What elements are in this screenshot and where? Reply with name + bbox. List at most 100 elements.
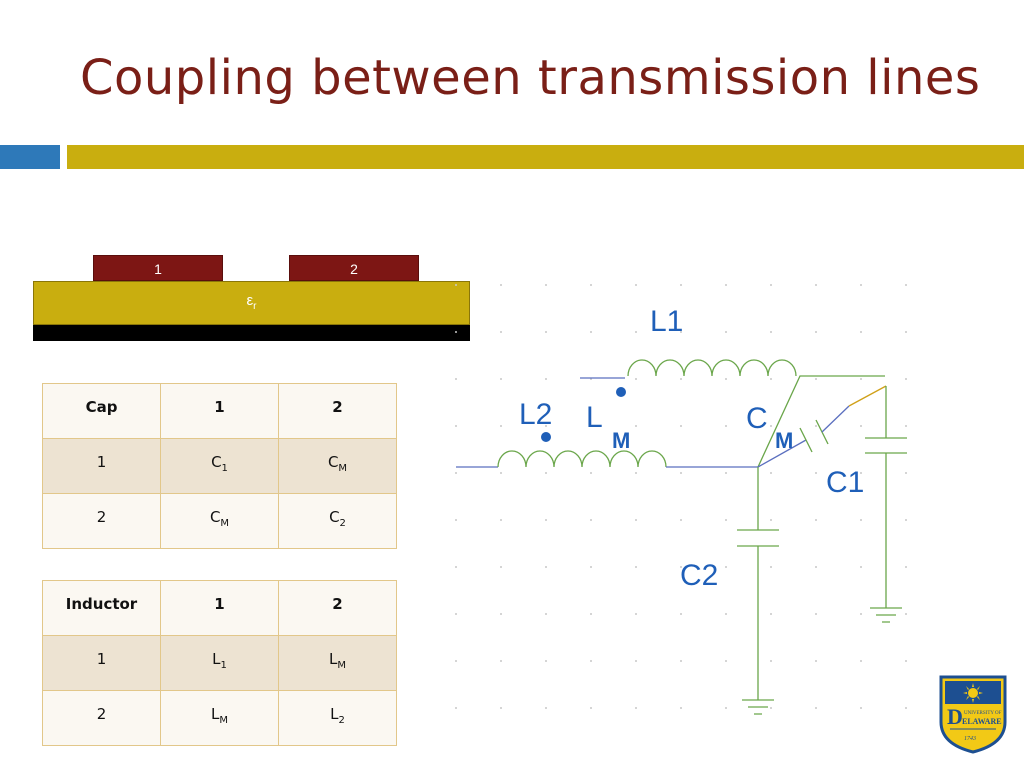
grid-dot (815, 331, 817, 333)
grid-dot (545, 378, 547, 380)
grid-dot (905, 331, 907, 333)
table-cell: L1 (160, 635, 279, 691)
capacitance-table: Cap 1 2 1 C1 CM 2 CM C2 (42, 383, 397, 549)
grid-dot (770, 425, 772, 427)
grid-dot (725, 707, 727, 709)
grid-dot (500, 425, 502, 427)
header-cell: 2 (278, 580, 397, 636)
grid-dot (860, 566, 862, 568)
table-header-row: Cap 1 2 (42, 383, 397, 439)
inductor-l1 (580, 359, 885, 468)
grid-dot (500, 331, 502, 333)
grid-dot (545, 566, 547, 568)
grid-dot (725, 519, 727, 521)
logo-name-text: ELAWARE (962, 717, 1002, 726)
grid-dot (635, 707, 637, 709)
grid-dot (905, 519, 907, 521)
grid-dot (590, 660, 592, 662)
grid-dot (635, 660, 637, 662)
ground-plane (33, 325, 470, 341)
capacitor-c2 (737, 467, 779, 715)
grid-dot (590, 613, 592, 615)
university-of-delaware-logo: D UNIVERSITY OF ELAWARE 1743 (939, 675, 1007, 754)
row-label: 2 (42, 690, 161, 746)
grid-dot (680, 613, 682, 615)
grid-dot (545, 284, 547, 286)
grid-dot (455, 472, 457, 474)
grid-dot (545, 519, 547, 521)
grid-dot (725, 425, 727, 427)
grid-dot (725, 378, 727, 380)
grid-dot (815, 472, 817, 474)
header-cell: 1 (160, 383, 279, 439)
strip-2: 2 (289, 255, 419, 281)
grid-dot (455, 613, 457, 615)
grid-dot (770, 660, 772, 662)
grid-dot (905, 378, 907, 380)
grid-dot (455, 519, 457, 521)
grid-dot (635, 284, 637, 286)
grid-dot (545, 613, 547, 615)
grid-dot (905, 472, 907, 474)
grid-dot (635, 472, 637, 474)
grid-dot (635, 378, 637, 380)
grid-dot (635, 425, 637, 427)
grid-dot (590, 284, 592, 286)
table-row: 2 CM C2 (42, 493, 397, 549)
grid-dot (725, 660, 727, 662)
grid-dot (680, 284, 682, 286)
grid-dot (725, 284, 727, 286)
grid-dot (680, 472, 682, 474)
table-cell: L2 (278, 690, 397, 746)
header-cell: 2 (278, 383, 397, 439)
table-cell: LM (278, 635, 397, 691)
label-lm-base: L (586, 401, 603, 434)
grid-dot (680, 707, 682, 709)
grid-dot (455, 660, 457, 662)
grid-dot (545, 660, 547, 662)
grid-dot (680, 378, 682, 380)
grid-dot (815, 660, 817, 662)
grid-dot (500, 284, 502, 286)
logo-university-text: UNIVERSITY OF (964, 711, 1002, 716)
row-label: 1 (42, 635, 161, 691)
label-l2: L2 (519, 398, 552, 431)
grid-dot (680, 425, 682, 427)
grid-dot (905, 707, 907, 709)
grid-dot (545, 707, 547, 709)
inductance-table: Inductor 1 2 1 L1 LM 2 LM L2 (42, 580, 397, 746)
grid-dot (590, 519, 592, 521)
slide-title: Coupling between transmission lines (80, 50, 981, 106)
grid-dot (590, 331, 592, 333)
grid-dot (500, 519, 502, 521)
sun-icon (963, 683, 983, 703)
grid-dot (770, 519, 772, 521)
grid-dot (725, 613, 727, 615)
header-cell: 1 (160, 580, 279, 636)
grid-dot (815, 613, 817, 615)
grid-dot (905, 613, 907, 615)
header-cell: Cap (42, 383, 161, 439)
grid-dot (860, 331, 862, 333)
grid-dot (500, 566, 502, 568)
grid-dot (815, 284, 817, 286)
grid-dot (635, 613, 637, 615)
grid-dot (635, 519, 637, 521)
grid-dot (680, 519, 682, 521)
table-header-row: Inductor 1 2 (42, 580, 397, 636)
grid-dot (815, 707, 817, 709)
grid-dot (680, 566, 682, 568)
grid-dot (500, 378, 502, 380)
grid-dot (770, 284, 772, 286)
grid-dot (635, 331, 637, 333)
grid-dot (860, 284, 862, 286)
grid-dot (860, 519, 862, 521)
grid-dot (590, 707, 592, 709)
table-cell: LM (160, 690, 279, 746)
grid-dot (455, 707, 457, 709)
grid-dot (815, 566, 817, 568)
grid-dot (860, 613, 862, 615)
label-l1: L1 (650, 305, 683, 338)
grid-dot (680, 660, 682, 662)
header-cell: Inductor (42, 580, 161, 636)
